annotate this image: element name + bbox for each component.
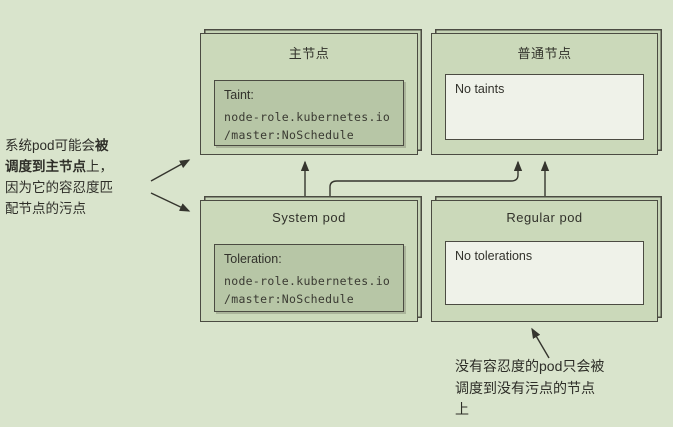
arrow-left-annotation-to-master-node xyxy=(150,159,191,182)
taint-box: Taint: node-role.kubernetes.io /master:N… xyxy=(214,80,404,146)
left-annotation-part3: 上，因为它的容忍度匹配节点的污点 xyxy=(5,158,113,216)
arrow-system-pod-to-regular-node xyxy=(329,160,523,199)
taint-label: Taint: xyxy=(224,88,254,102)
node-box-system-pod: System pod Toleration: node-role.kuberne… xyxy=(200,200,418,322)
no-taints-text: No taints xyxy=(455,82,505,96)
toleration-line-2: /master:NoSchedule xyxy=(224,291,355,306)
node-box-regular-pod: Regular pod No tolerations xyxy=(431,200,658,322)
toleration-label: Toleration: xyxy=(224,252,282,266)
no-taints-box: No taints xyxy=(445,74,644,140)
taint-line-1: node-role.kubernetes.io xyxy=(224,110,391,124)
bottom-right-annotation: 没有容忍度的pod只会被调度到没有污点的节点上 xyxy=(455,358,605,418)
toleration-box: Toleration: node-role.kubernetes.io /mas… xyxy=(214,244,404,312)
node-title-master: 主节点 xyxy=(288,46,330,61)
node-box-master: 主节点 Taint: node-role.kubernetes.io /mast… xyxy=(200,33,418,155)
node-box-regular-node: 普通节点 No taints xyxy=(431,33,658,155)
node-title-regular-pod: Regular pod xyxy=(506,210,583,225)
taint-line-2: /master:NoSchedule xyxy=(224,127,355,142)
arrow-bottom-annotation-to-regular-pod xyxy=(531,327,550,359)
arrow-left-annotation-to-system-pod xyxy=(150,192,191,212)
no-tolerations-box: No tolerations xyxy=(445,241,644,305)
left-annotation-part2-bold: 被调度到主节点 xyxy=(5,138,109,174)
no-tolerations-text: No tolerations xyxy=(455,249,533,263)
node-title-system-pod: System pod xyxy=(272,210,346,225)
toleration-line-1: node-role.kubernetes.io xyxy=(224,274,391,288)
left-annotation-part1: 系统pod可能会 xyxy=(5,138,96,153)
left-annotation: 系统pod可能会被调度到主节点上，因为它的容忍度匹配节点的污点 xyxy=(5,136,119,220)
node-title-regular-node: 普通节点 xyxy=(517,46,572,61)
